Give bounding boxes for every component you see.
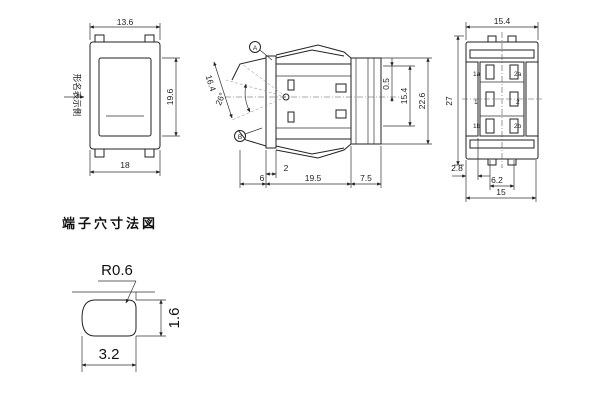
terminal-1: 1	[474, 99, 478, 106]
dim-depth-body: 19.5	[305, 173, 322, 183]
terminal-hole-slot	[81, 299, 137, 337]
dim-rear-pitch: 6.2	[491, 175, 503, 185]
side-view: 26° 16.4 A B 0.5 15.4 22.6 6 2 19.5	[204, 41, 432, 188]
dim-hole-radius: R0.6	[101, 262, 133, 279]
dim-front-bottom-width: 18	[120, 160, 130, 170]
front-bezel	[89, 41, 161, 150]
dim-rear-width-top: 15.4	[494, 16, 511, 26]
dim-rear-offset-left: 2.8	[451, 163, 463, 173]
dim-height-inner: 15.4	[399, 87, 409, 104]
side-terminal-block	[350, 57, 382, 145]
terminal-hole-section: 端子穴寸法図 R0.6 1.6 3.2	[62, 216, 183, 372]
front-view: 13.6 19.6 18 形名表示側	[64, 17, 180, 176]
dim-hole-width: 3.2	[99, 346, 120, 363]
rear-view: 1a 2a 1 2 1b 2b 15.4 27 2.8 6.2 15	[444, 16, 542, 202]
marker-a-label: A	[253, 45, 258, 52]
dim-hole-height: 1.6	[166, 308, 183, 329]
terminal-2a: 2a	[514, 71, 522, 78]
hole-section-title: 端子穴寸法図	[62, 216, 158, 232]
terminal-2: 2	[516, 99, 520, 106]
bottom-right-tab	[144, 148, 155, 158]
dim-depth-terminal: 7.5	[360, 173, 372, 183]
dim-front-height: 19.6	[165, 88, 175, 105]
dim-height-outer: 22.6	[417, 92, 427, 109]
marker-b	[234, 130, 246, 142]
dim-angle-radius: 16.4	[204, 74, 219, 93]
terminal-2b: 2b	[514, 123, 522, 130]
marker-a	[249, 41, 261, 53]
dim-rear-width-bottom: 15	[496, 187, 506, 197]
dim-depth-front: 6	[260, 173, 265, 183]
dim-offset: 0.5	[381, 78, 391, 90]
marker-b-label: B	[238, 134, 242, 141]
rocker-face	[98, 57, 152, 137]
terminal-1b: 1b	[473, 123, 481, 130]
dim-rear-height: 27	[444, 96, 454, 106]
dim-front-width: 13.6	[117, 17, 134, 27]
bottom-left-tab	[94, 148, 105, 158]
dim-angle: 26°	[213, 91, 227, 107]
terminal-1a: 1a	[473, 71, 481, 78]
model-indication-side-note: 形名表示側	[71, 74, 82, 117]
dim-depth-flange: 2	[284, 163, 289, 173]
